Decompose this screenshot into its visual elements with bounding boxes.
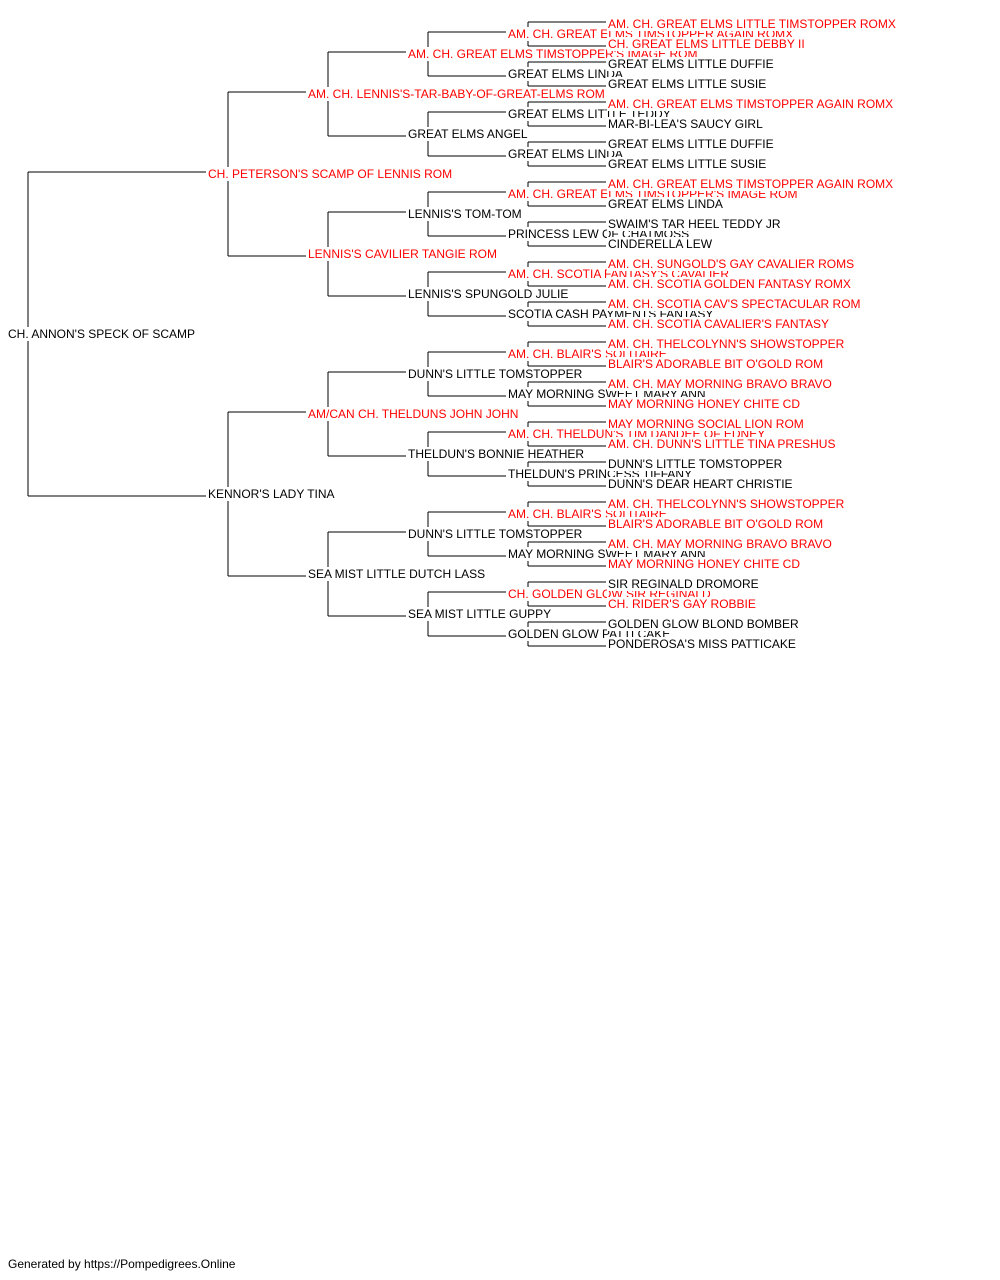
label-backing	[607, 137, 775, 151]
label-backing	[407, 367, 584, 381]
ancestor-name-gen3: LENNIS'S SPUNGOLD JULIE	[408, 287, 568, 301]
label-backing	[407, 127, 529, 141]
label-backing	[607, 17, 897, 31]
ancestor-name-gen2: AM/CAN CH. THELDUNS JOHN JOHN	[308, 407, 518, 421]
label-backing	[607, 537, 833, 551]
label-backing	[307, 247, 499, 261]
label-backing	[507, 147, 624, 161]
label-backing	[607, 617, 801, 631]
label-backing	[307, 407, 520, 421]
label-backing	[607, 377, 833, 391]
ancestor-name-gen5: AM. CH. SCOTIA CAV'S SPECTACULAR ROM	[608, 297, 861, 311]
ancestor-name-gen1: CH. PETERSON'S SCAMP OF LENNIS ROM	[208, 167, 452, 181]
ancestor-name-gen5: DUNN'S LITTLE TOMSTOPPER	[608, 457, 783, 471]
ancestor-name-gen4: GREAT ELMS LINDA	[508, 147, 623, 161]
ancestor-name-gen3: GREAT ELMS ANGEL	[408, 127, 528, 141]
label-backing	[607, 557, 802, 571]
ancestor-name-gen1: KENNOR'S LADY TINA	[208, 487, 335, 501]
ancestor-name-gen2: LENNIS'S CAVILIER TANGIE ROM	[308, 247, 497, 261]
label-backing	[607, 177, 895, 191]
ancestor-name-gen3: DUNN'S LITTLE TOMSTOPPER	[408, 367, 583, 381]
subject-dog-name: CH. ANNON'S SPECK OF SCAMP	[8, 327, 195, 341]
ancestor-name-gen5: AM. CH. MAY MORNING BRAVO BRAVO	[608, 537, 832, 551]
ancestor-name-gen5: GREAT ELMS LITTLE SUSIE	[608, 157, 766, 171]
label-backing	[607, 517, 825, 531]
ancestor-name-gen5: DUNN'S DEAR HEART CHRISTIE	[608, 477, 793, 491]
label-backing	[607, 457, 784, 471]
label-backing	[607, 477, 794, 491]
ancestor-name-gen3: DUNN'S LITTLE TOMSTOPPER	[408, 527, 583, 541]
ancestor-name-gen5: MAR-BI-LEA'S SAUCY GIRL	[608, 117, 763, 131]
label-backing	[207, 167, 454, 181]
label-backing	[607, 597, 757, 611]
ancestor-name-gen5: MAY MORNING SOCIAL LION ROM	[608, 417, 804, 431]
ancestor-name-gen5: AM. CH. THELCOLYNN'S SHOWSTOPPER	[608, 497, 845, 511]
label-backing	[607, 637, 797, 651]
label-backing	[407, 287, 570, 301]
ancestor-name-gen5: GREAT ELMS LITTLE DUFFIE	[608, 57, 774, 71]
label-backing	[207, 487, 336, 501]
ancestor-name-gen5: GREAT ELMS LINDA	[608, 197, 723, 211]
label-backing	[607, 197, 724, 211]
label-backing	[607, 357, 825, 371]
ancestor-name-gen5: AM. CH. GREAT ELMS TIMSTOPPER AGAIN ROMX	[608, 177, 893, 191]
label-backing	[607, 157, 768, 171]
label-backing	[607, 37, 806, 51]
ancestor-name-gen4: GREAT ELMS LINDA	[508, 67, 623, 81]
ancestor-name-gen3: SEA MIST LITTLE GUPPY	[408, 607, 551, 621]
ancestor-name-gen3: LENNIS'S TOM-TOM	[408, 207, 522, 221]
label-backing	[607, 277, 852, 291]
footer-credit: Generated by https://Pompedigrees.Online	[8, 1257, 236, 1271]
ancestor-name-gen5: AM. CH. SUNGOLD'S GAY CAVALIER ROMS	[608, 257, 854, 271]
label-backing	[607, 417, 805, 431]
label-backing	[607, 257, 856, 271]
label-backing	[607, 97, 895, 111]
label-backing	[607, 117, 765, 131]
ancestor-name-gen5: AM. CH. DUNN'S LITTLE TINA PRESHUS	[608, 437, 835, 451]
ancestor-name-gen5: AM. CH. GREAT ELMS TIMSTOPPER AGAIN ROMX	[608, 97, 893, 111]
ancestor-name-gen2: AM. CH. LENNIS'S-TAR-BABY-OF-GREAT-ELMS …	[308, 87, 605, 101]
ancestor-name-gen5: SIR REGINALD DROMORE	[608, 577, 759, 591]
label-backing	[607, 397, 802, 411]
label-backing	[607, 317, 831, 331]
label-backing	[407, 207, 523, 221]
ancestor-name-gen5: SWAIM'S TAR HEEL TEDDY JR	[608, 217, 781, 231]
label-backing	[607, 297, 862, 311]
ancestor-name-gen5: GOLDEN GLOW BLOND BOMBER	[608, 617, 799, 631]
ancestor-name-gen5: MAY MORNING HONEY CHITE CD	[608, 397, 800, 411]
label-backing	[607, 217, 782, 231]
label-backing	[7, 327, 196, 341]
label-backing	[607, 237, 714, 251]
label-backing	[407, 607, 553, 621]
label-backing	[607, 437, 837, 451]
label-backing	[607, 77, 768, 91]
ancestor-name-gen5: BLAIR'S ADORABLE BIT O'GOLD ROM	[608, 517, 823, 531]
label-backing	[507, 67, 624, 81]
ancestor-name-gen5: AM. CH. GREAT ELMS LITTLE TIMSTOPPER ROM…	[608, 17, 896, 31]
ancestor-name-gen5: CH. RIDER'S GAY ROBBIE	[608, 597, 756, 611]
label-backing	[607, 497, 846, 511]
ancestor-name-gen5: GREAT ELMS LITTLE DUFFIE	[608, 137, 774, 151]
label-backing	[407, 447, 586, 461]
ancestor-name-gen5: CH. GREAT ELMS LITTLE DEBBY II	[608, 37, 805, 51]
ancestor-name-gen5: AM. CH. MAY MORNING BRAVO BRAVO	[608, 377, 832, 391]
ancestor-name-gen3: THELDUN'S BONNIE HEATHER	[408, 447, 584, 461]
label-backing	[607, 57, 775, 71]
label-backing	[307, 567, 487, 581]
label-backing	[307, 87, 606, 101]
label-backing	[607, 577, 760, 591]
ancestor-name-gen2: SEA MIST LITTLE DUTCH LASS	[308, 567, 485, 581]
ancestor-name-gen5: AM. CH. THELCOLYNN'S SHOWSTOPPER	[608, 337, 845, 351]
ancestor-name-gen5: AM. CH. SCOTIA CAVALIER'S FANTASY	[608, 317, 829, 331]
ancestor-name-gen5: BLAIR'S ADORABLE BIT O'GOLD ROM	[608, 357, 823, 371]
label-backing	[407, 527, 584, 541]
ancestor-name-gen5: PONDEROSA'S MISS PATTICAKE	[608, 637, 796, 651]
ancestor-name-gen5: AM. CH. SCOTIA GOLDEN FANTASY ROMX	[608, 277, 851, 291]
ancestor-name-gen5: MAY MORNING HONEY CHITE CD	[608, 557, 800, 571]
ancestor-name-gen5: GREAT ELMS LITTLE SUSIE	[608, 77, 766, 91]
ancestor-name-gen5: CINDERELLA LEW	[608, 237, 713, 251]
label-backing	[607, 337, 846, 351]
